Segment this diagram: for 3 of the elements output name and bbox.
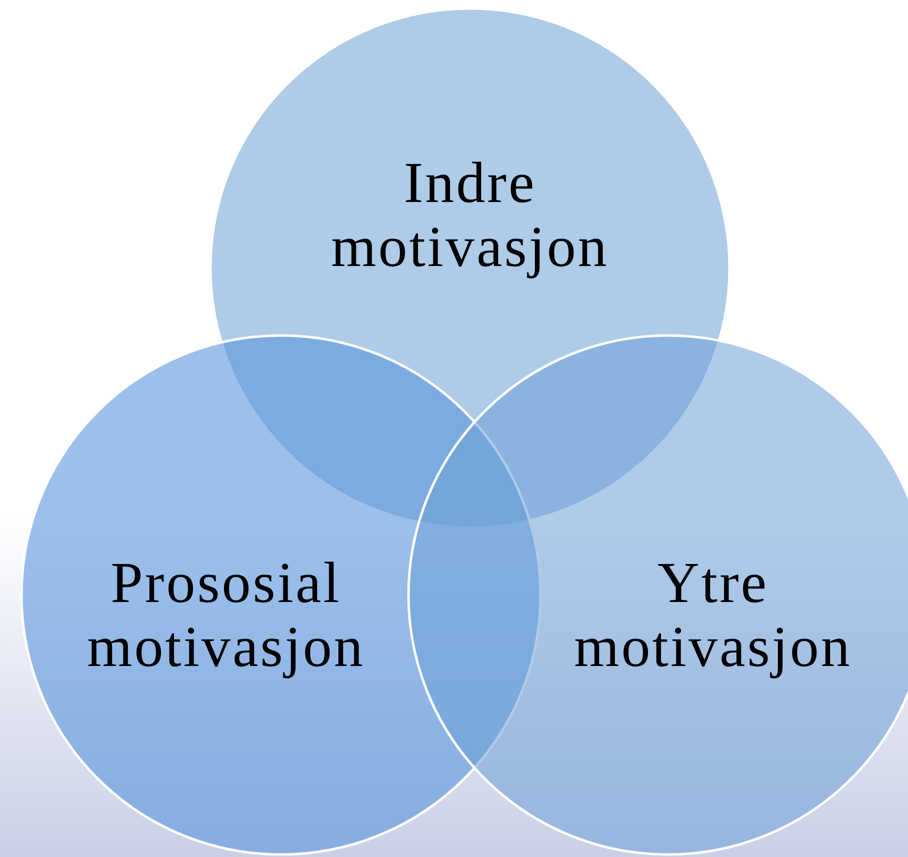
circle-label: Ytre motivasjon	[573, 551, 853, 679]
circle-label: Indre motivasjon	[330, 151, 610, 279]
circle-label: Prososial motivasjon	[86, 551, 366, 679]
